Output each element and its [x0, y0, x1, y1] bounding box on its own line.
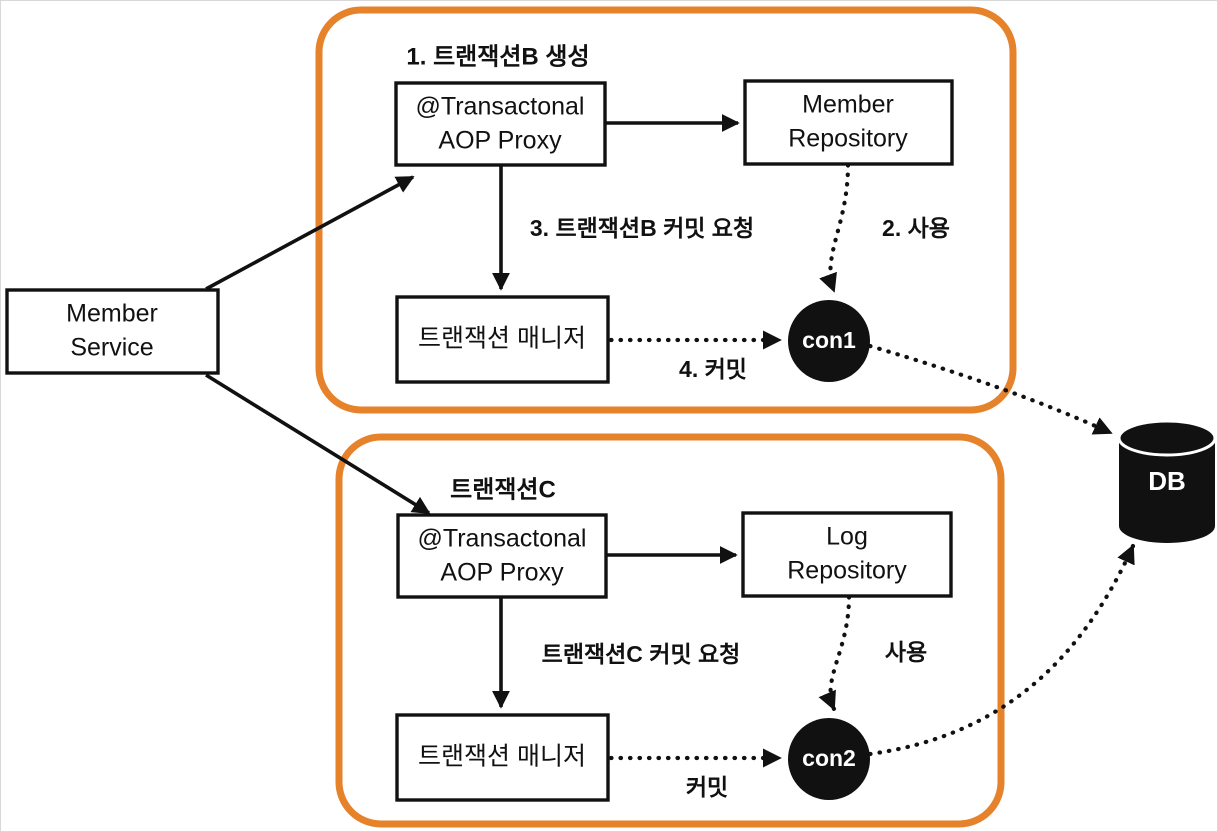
edge-member-repository-to-con1: [819, 162, 851, 294]
proxy-c-label-line1: @Transactonal: [418, 525, 587, 553]
member-service-label-line1: Member: [66, 300, 158, 328]
member-repository-label-line2: Repository: [788, 125, 908, 153]
edge-con2-to-db: [867, 543, 1136, 757]
proxy-c-label-line2: AOP Proxy: [440, 559, 564, 587]
tx-manager-c-label: 트랜잭션 매니저: [418, 743, 586, 771]
node-connection-con1[interactable]: [788, 300, 870, 382]
con1-label: con1: [802, 327, 856, 353]
log-repository-label-line2: Repository: [787, 557, 907, 585]
edge-label-use-b: 2. 사용: [882, 215, 950, 241]
log-repository-label-line1: Log: [826, 523, 868, 551]
con2-label: con2: [802, 745, 856, 771]
node-member-service[interactable]: [5, 288, 220, 375]
node-log-repository[interactable]: [741, 511, 953, 598]
proxy-b-label-line2: AOP Proxy: [438, 127, 562, 155]
node-connection-con2[interactable]: [788, 718, 870, 800]
edge-label-use-c: 사용: [885, 639, 927, 665]
proxy-b-label-line1: @Transactonal: [416, 93, 585, 121]
group-title-transaction-b: 1. 트랜잭션B 생성: [406, 43, 589, 70]
edge-service-to-proxy-c: [205, 373, 431, 515]
edge-con1-to-db: [867, 343, 1114, 436]
member-repository-label-line1: Member: [802, 91, 894, 119]
group-title-transaction-c: 트랜잭션C: [450, 476, 556, 503]
db-cylinder-top: [1117, 419, 1217, 457]
edge-label-commit-c: 커밋: [686, 774, 728, 800]
group-container-transaction-c: [335, 433, 1005, 828]
edge-service-to-proxy-b: [205, 175, 415, 291]
node-member-repository[interactable]: [743, 79, 954, 166]
db-label: DB: [1148, 466, 1186, 496]
edge-label-commit-b: 4. 커밋: [679, 356, 747, 382]
node-tx-manager-c[interactable]: [395, 713, 610, 802]
node-tx-manager-b[interactable]: [395, 295, 610, 384]
node-database[interactable]: DB: [1117, 419, 1217, 543]
edge-label-commit-request-c: 트랜잭션C 커밋 요청: [542, 641, 741, 667]
edge-log-repository-to-con2: [818, 594, 852, 712]
group-container-transaction-b: [315, 6, 1017, 414]
tx-manager-b-label: 트랜잭션 매니저: [418, 325, 586, 353]
db-cylinder-body: [1119, 438, 1215, 543]
member-service-label-line2: Service: [70, 334, 153, 362]
edge-label-commit-request-b: 3. 트랜잭션B 커밋 요청: [530, 215, 754, 241]
